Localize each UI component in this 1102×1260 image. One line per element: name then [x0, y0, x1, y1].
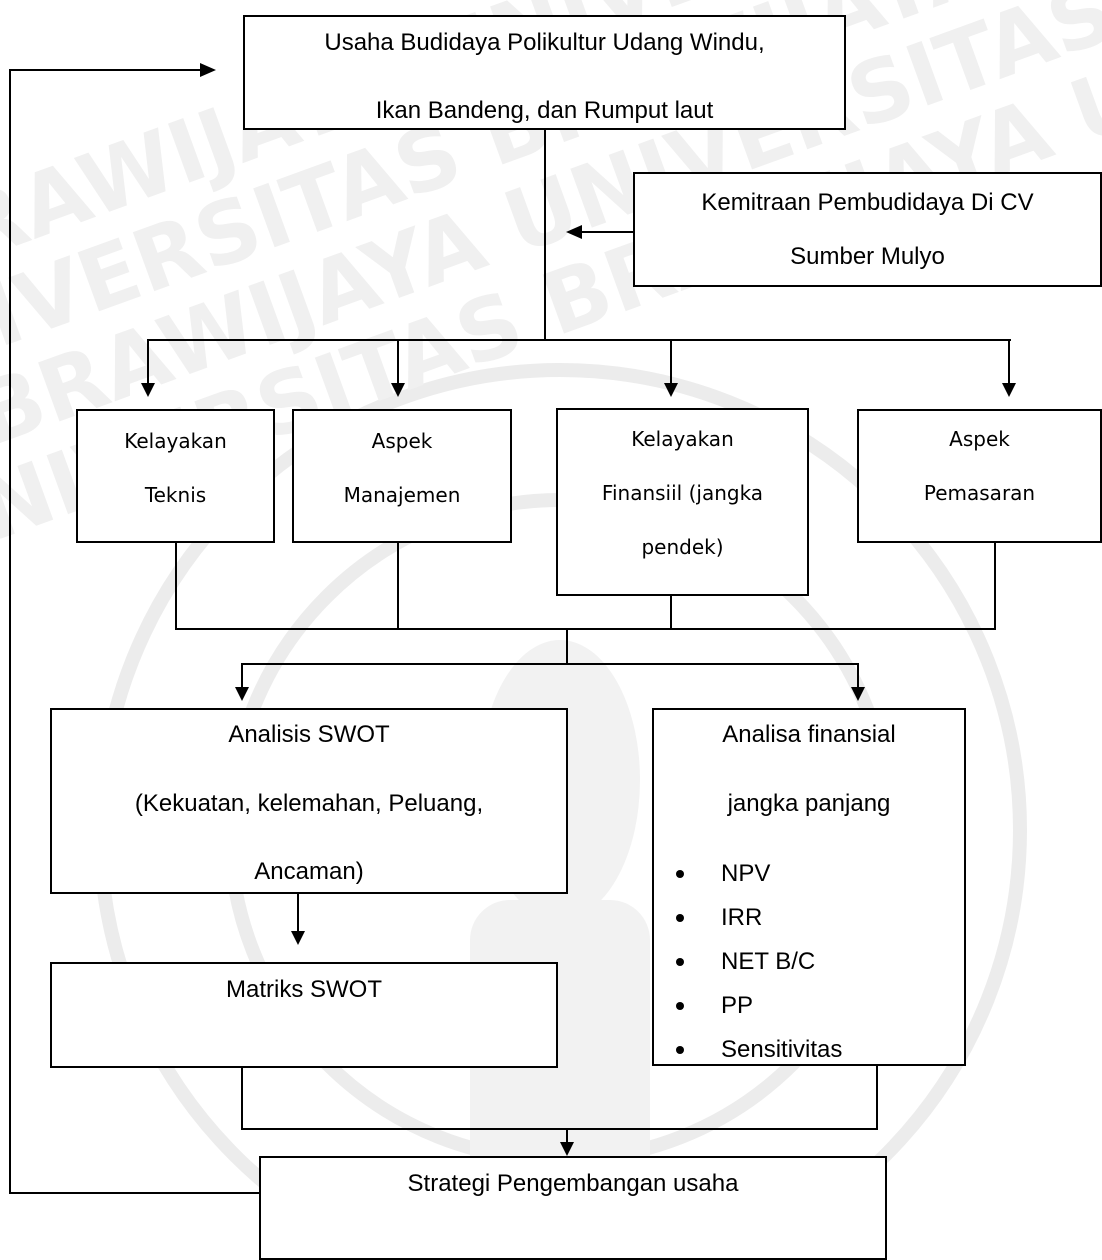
manajemen-line-1: Aspek: [371, 429, 433, 453]
financial-indicator-list: NPV IRR NET B/C PP Sensitivitas: [674, 852, 842, 1072]
list-item-pp: PP: [674, 984, 842, 1028]
box-kelayakan-teknis: [76, 409, 275, 543]
branch-horizontal-middle: [241, 663, 859, 665]
feedback-horizontal-top: [9, 69, 201, 71]
list-item-net-bc: NET B/C: [674, 940, 842, 984]
box-kemitraan: [633, 172, 1102, 287]
arrow-finansiil: [664, 383, 678, 397]
matriks-line-1: Matriks SWOT: [226, 976, 382, 1003]
box-aspek-manajemen: [292, 409, 512, 543]
teknis-line-2: Teknis: [144, 483, 207, 507]
merge-down: [566, 628, 568, 664]
connector-swot-matriks: [297, 893, 299, 931]
rise-analisa: [876, 1065, 878, 1129]
drop-teknis: [147, 339, 149, 383]
connector-top-vertical: [544, 129, 546, 340]
analisa-line-1: Analisa finansial: [722, 721, 896, 748]
swot-line-1: Analisis SWOT: [228, 721, 390, 748]
rise-matriks: [241, 1067, 243, 1129]
box-kelayakan-finansiil: [556, 408, 809, 596]
rise-pemasaran: [994, 542, 996, 629]
drop-manajemen: [397, 339, 399, 383]
branch-horizontal-top: [147, 339, 1011, 341]
arrow-feedback: [200, 63, 216, 77]
pemasaran-line-1: Aspek: [949, 427, 1010, 451]
arrow-into-main-line: [566, 225, 582, 239]
merge-bottom-horizontal: [241, 1128, 878, 1130]
analisa-line-2: jangka panjang: [727, 790, 891, 817]
arrow-teknis: [141, 383, 155, 397]
finansiil-line-2: Finansiil (jangka: [601, 481, 764, 505]
drop-pemasaran: [1008, 339, 1010, 383]
arrow-strategi: [560, 1142, 574, 1156]
kemitraan-line-1: Kemitraan Pembudidaya Di CV: [701, 189, 1034, 216]
arrow-manajemen: [391, 383, 405, 397]
pemasaran-line-2: Pemasaran: [923, 481, 1036, 505]
arrow-pemasaran: [1002, 383, 1016, 397]
arrow-analisa: [851, 687, 865, 701]
rise-manajemen: [397, 542, 399, 629]
kemitraan-line-2: Sumber Mulyo: [790, 243, 945, 270]
merge-bottom-down: [566, 1128, 568, 1144]
drop-swot: [241, 663, 243, 687]
strategi-line-1: Strategi Pengembangan usaha: [407, 1170, 739, 1197]
manajemen-line-2: Manajemen: [343, 483, 461, 507]
teknis-line-1: Kelayakan: [124, 429, 227, 453]
finansiil-line-3: pendek): [641, 535, 724, 559]
box-usaha-budidaya: [243, 15, 846, 130]
box-strategi-pengembangan: [259, 1156, 887, 1260]
swot-line-3: Ancaman): [254, 858, 364, 885]
list-item-npv: NPV: [674, 852, 842, 896]
box-aspek-pemasaran: [857, 409, 1102, 543]
drop-finansiil: [670, 339, 672, 383]
swot-line-2: (Kekuatan, kelemahan, Peluang,: [134, 790, 484, 817]
list-item-sensitivitas: Sensitivitas: [674, 1028, 842, 1072]
merge-horizontal: [175, 628, 996, 630]
drop-analisa: [857, 663, 859, 687]
usaha-line-1: Usaha Budidaya Polikultur Udang Windu,: [324, 29, 765, 56]
connector-kemitraan: [580, 231, 634, 233]
arrow-matriks: [291, 931, 305, 945]
usaha-line-2: Ikan Bandeng, dan Rumput laut: [375, 97, 714, 124]
finansiil-line-1: Kelayakan: [631, 427, 734, 451]
arrow-swot: [235, 687, 249, 701]
list-item-irr: IRR: [674, 896, 842, 940]
feedback-vertical: [9, 69, 11, 1194]
box-analisis-swot: [50, 708, 568, 894]
feedback-horizontal-bottom: [9, 1192, 260, 1194]
box-analisa-finansial: [652, 708, 966, 1066]
box-matriks-swot: [50, 962, 558, 1068]
rise-teknis: [175, 542, 177, 629]
rise-finansiil: [670, 595, 672, 629]
